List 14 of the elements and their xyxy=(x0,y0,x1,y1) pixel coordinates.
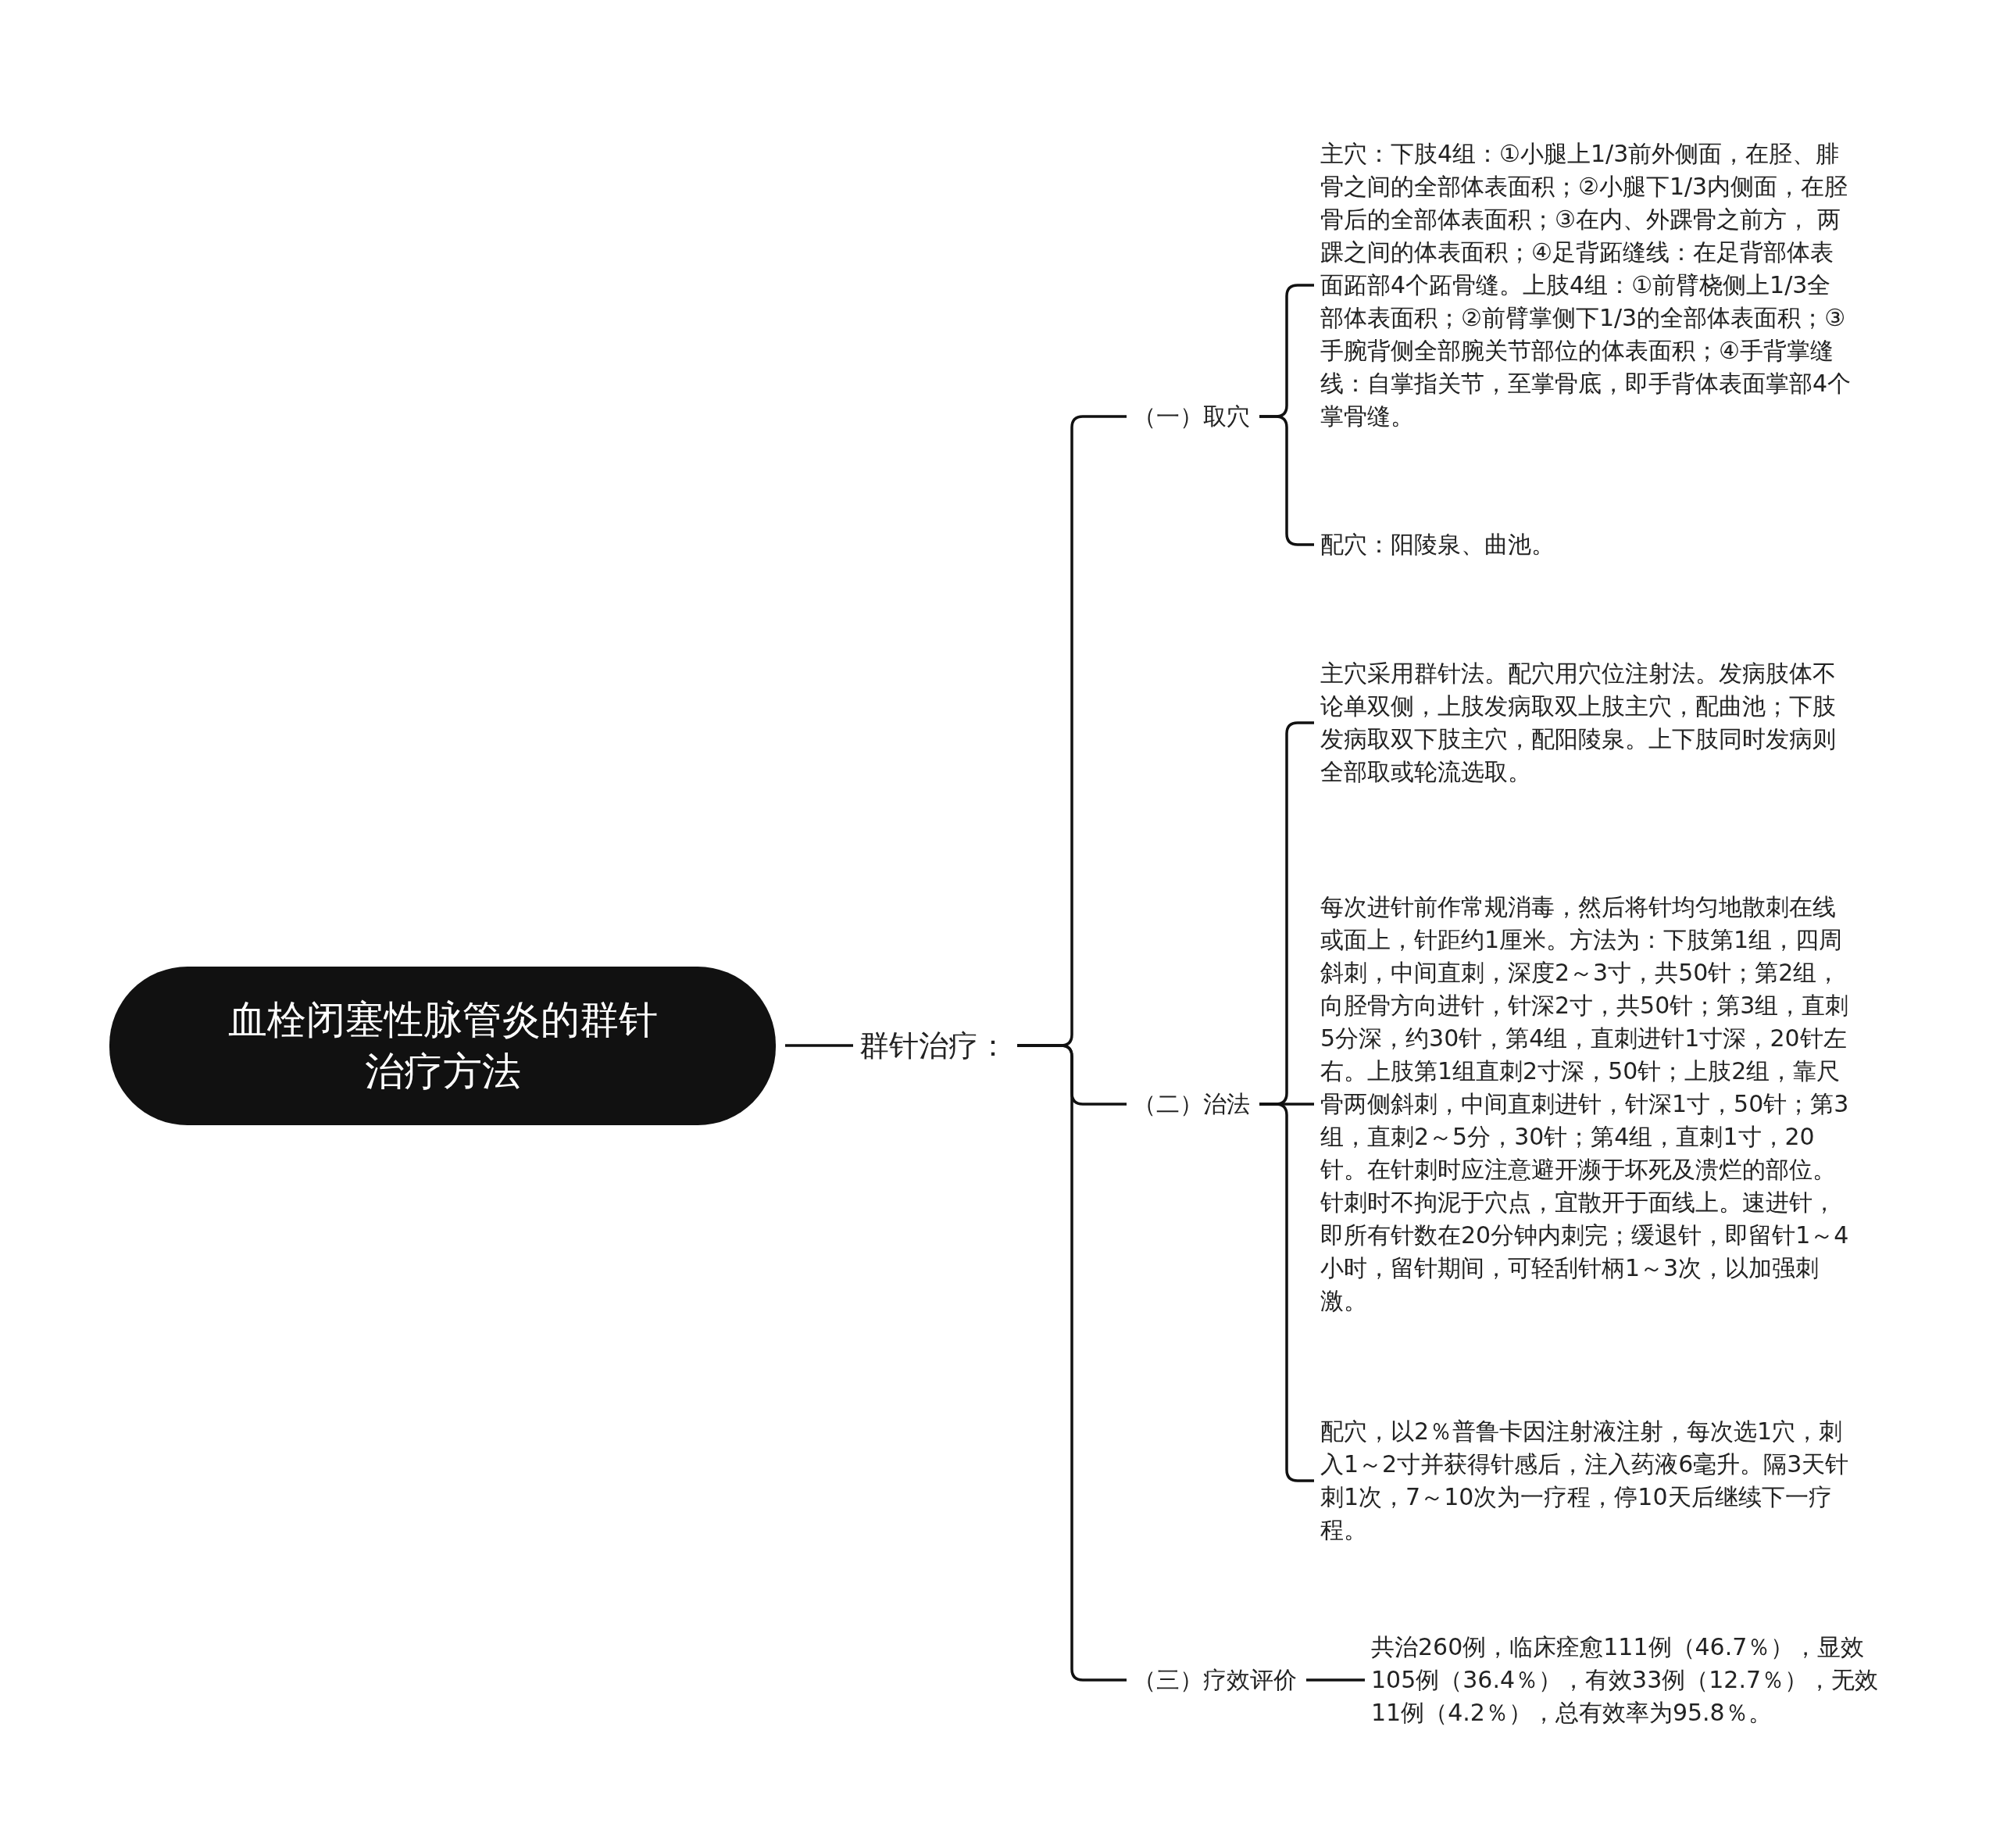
note-text: 共治260例，临床痊愈111例（46.7％），显效105例（36.4％），有效33例（12.7％），无效11例（4.2％），总有效率为95.8％。 xyxy=(1371,1631,1902,1729)
branch-label: （三）疗效评价 xyxy=(1133,1664,1297,1696)
note-text: 每次进针前作常规消毒，然后将针均匀地散刺在线或面上，针距约1厘米。方法为：下肢第1组，四周斜刺，中间直刺，深度2～3寸，共50针；第2组，向胫骨方向进针，针深2寸，共50针；第3组，直刺5分深，约30针，第4组，直刺进针1寸深，20针左右。上肢第1组直刺2寸深，50针；上肢2组，靠尺骨两侧斜刺，中间直刺进针，针深1寸，50针；第3组，直刺2～5分，30针；第4组，直刺1寸，20针。在针刺时应注意避开濒于坏死及溃烂的部位。针刺时不拘泥于穴点，宜散开于面线上。速进针，即所有针数在20分钟内刺完；缓退针，即留针1～4小时，留针期间，可轻刮针柄1～3次，以加强刺激。 xyxy=(1320,891,1852,1317)
note-text: 主穴：下肢4组：①小腿上1/3前外侧面，在胫、腓骨之间的全部体表面积；②小腿下1/3内侧面，在胫骨后的全部体表面积；③在内、外踝骨之前方， 两踝之间的体表面积；④足背跖缝线：在足背部体表面跖部4个跖骨缝。上肢4组：①前臂桡侧上1/3全部体表面积；②前臂掌侧下1/3的全部体表面积；③手腕背侧全部腕关节部位的体表面积；④手背掌缝线：自掌指关节，至掌骨底，即手背体表面掌部4个掌骨缝。 xyxy=(1320,138,1852,433)
branch-label: 群针治疗： xyxy=(859,1026,1008,1065)
note-text: 配穴：阳陵泉、曲池。 xyxy=(1320,528,1852,561)
connector-line xyxy=(1017,1044,1127,1682)
connector-line xyxy=(1306,1678,1365,1682)
branch-label: （二）治法 xyxy=(1133,1088,1250,1120)
note-text: 主穴采用群针法。配穴用穴位注射法。发病肢体不论单双侧，上肢发病取双上肢主穴，配曲池；下肢发病取双下肢主穴，配阳陵泉。上下肢同时发病则全部取或轮流选取。 xyxy=(1320,657,1852,788)
topic-pill: 血栓闭塞性脉管炎的群针治疗方法 xyxy=(109,966,776,1125)
branch-label: （一）取穴 xyxy=(1133,401,1250,432)
note-text: 配穴，以2％普鲁卡因注射液注射，每次选1穴，刺入1～2寸并获得针感后，注入药液6毫升。隔3天针刺1次，7～10次为一疗程，停10天后继续下一疗程。 xyxy=(1320,1415,1852,1546)
connector-line xyxy=(785,1044,853,1047)
